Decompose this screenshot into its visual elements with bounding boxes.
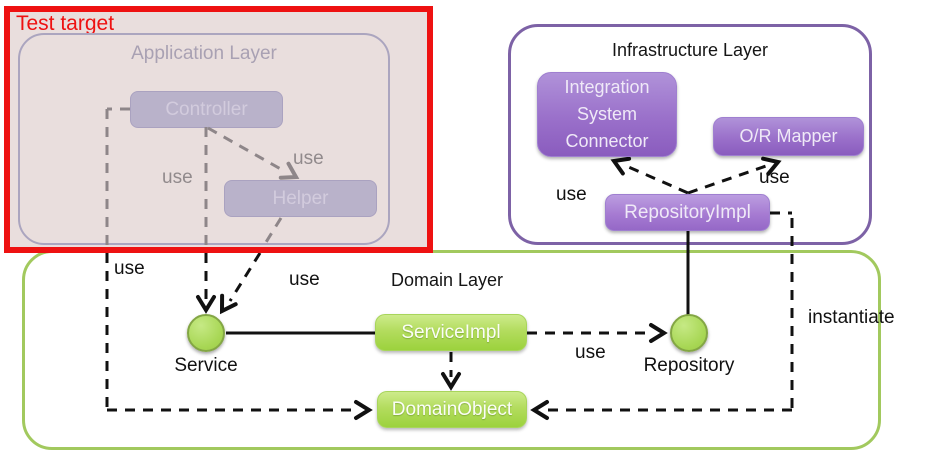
integration-system-connector-node: Integration System Connector (537, 72, 677, 157)
arrowhead-to-domainobject-right (530, 400, 549, 420)
use-label-controller-service: use (162, 167, 193, 188)
arrowhead-to-service-diagonal (219, 293, 238, 315)
infrastructure-layer-frame (508, 24, 872, 245)
use-label-controller-helper: use (293, 148, 324, 169)
arrowhead-to-helper (278, 161, 300, 180)
application-layer-title: Application Layer (131, 43, 277, 64)
arrowhead-to-mapper (761, 156, 782, 176)
use-label-helper-service: use (289, 269, 320, 290)
infrastructure-layer-title: Infrastructure Layer (611, 40, 769, 60)
test-target-label: Test target (16, 12, 115, 35)
faded-edges-layer (105, 107, 300, 247)
serviceimpl-label: ServiceImpl (401, 321, 501, 343)
edge-repositoryimpl-mapper (687, 164, 767, 195)
test-target-box: Test target Application Layer Controller… (4, 6, 433, 253)
helper-label: Helper (272, 187, 329, 209)
edge-controller-helper (207, 126, 287, 174)
instantiate-label: instantiate (808, 307, 895, 328)
repository-label: Repository (643, 355, 735, 376)
edge-helper-service-lower (228, 252, 262, 302)
serviceimpl-node: ServiceImpl (375, 314, 527, 351)
repository-node-circle (670, 314, 708, 352)
use-label-mapper: use (759, 167, 790, 188)
isc-line3: Connector (565, 131, 649, 151)
domain-layer-frame (22, 250, 881, 450)
arrowhead-to-connector (610, 156, 632, 176)
edge-helper-service-upper (261, 217, 283, 247)
application-layer-frame (18, 33, 390, 245)
domainobject-node: DomainObject (377, 391, 527, 428)
arrowhead-to-domainobject-top (441, 372, 461, 391)
controller-label: Controller (165, 98, 248, 120)
repositoryimpl-node: RepositoryImpl (605, 194, 770, 231)
arrowhead-to-domainobject-left (354, 400, 373, 420)
service-node-circle (187, 314, 225, 352)
arrowhead-to-repository (649, 323, 668, 343)
repositoryimpl-label: RepositoryImpl (624, 201, 751, 223)
service-label: Service (174, 355, 238, 376)
use-label-serviceimpl-repository: use (575, 342, 606, 363)
controller-node: Controller (130, 91, 283, 128)
isc-line2: System (576, 104, 637, 124)
domainobject-label: DomainObject (391, 398, 513, 420)
edge-repositoryimpl-connector (623, 163, 689, 195)
helper-node: Helper (224, 180, 377, 217)
use-label-connector: use (556, 184, 587, 205)
or-mapper-node: O/R Mapper (713, 117, 864, 156)
domain-layer-title: Domain Layer (391, 270, 504, 290)
use-label-left: use (114, 258, 145, 279)
arrowhead-to-service-vertical (196, 295, 216, 314)
isc-line1: Integration (564, 77, 650, 97)
or-mapper-label: O/R Mapper (739, 126, 838, 146)
